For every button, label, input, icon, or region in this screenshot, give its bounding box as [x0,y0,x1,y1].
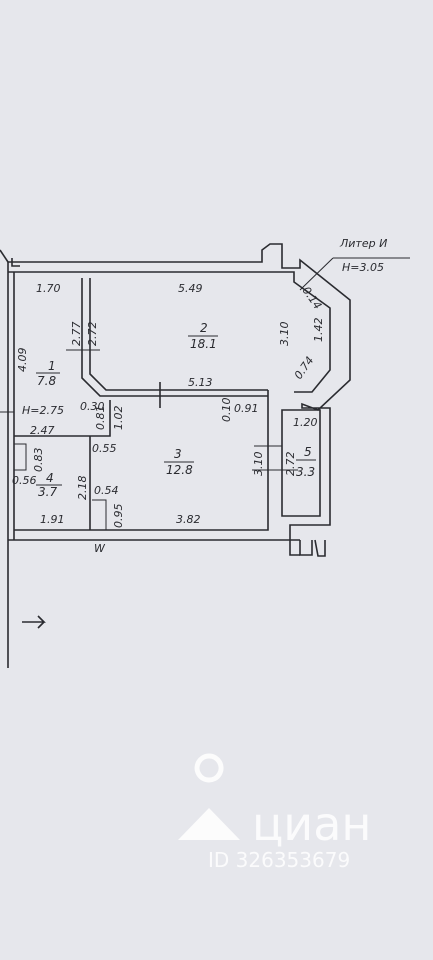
room-3-number: 3 [174,447,182,461]
dim-label: 0.10 [220,398,233,423]
dim-label: 2.18 [76,476,89,501]
dim-label: 0.83 [32,448,45,473]
room-1-area: 7.8 [37,374,56,388]
room-1-number: 1 [48,359,56,373]
shaft-box [92,499,107,530]
wall-room2-inner [89,278,268,391]
entrance-arrows: W [22,542,106,629]
cian-watermark: циан ID 326353679 [178,753,371,872]
dimension-leaders [0,349,298,471]
dim-label: 2.72 [284,452,297,477]
room-2-number: 2 [200,321,208,335]
dim-label: 0.55 [92,442,117,455]
dim-label: 0.81 [94,406,107,431]
dim-label: 0.74 [292,354,317,382]
room-2-area: 18.1 [190,337,217,351]
room-3-area: 12.8 [166,463,193,477]
room-5-area: 3.3 [296,465,315,479]
liter-height: H=3.05 [342,261,384,274]
dim-label: 2.77 [70,322,83,347]
dim-label: 0.30 [80,400,105,413]
entrance-arrow-icon [22,615,46,629]
liter-label: Литер И [339,237,387,250]
dim-label: 0.95 [112,504,125,529]
dim-label: 3.10 [278,322,291,347]
dim-label: 1.20 [293,416,318,429]
outer-wall-inner-right [8,271,331,393]
dim-label: 0.54 [94,484,119,497]
dim-label: 0.14 [300,284,325,312]
dim-label: 1.91 [40,513,65,526]
watermark-id: ID 326353679 [208,848,350,872]
wall-room3 [90,390,269,531]
floor-height-label: H=2.75 [22,404,64,417]
dim-label: 5.49 [178,282,203,295]
wall-stub-bottom-right-2 [314,539,326,557]
wall-corridor [90,400,111,437]
dim-label: 1.70 [36,282,61,295]
dim-label: 3.82 [176,513,201,526]
outer-wall-right [8,243,351,556]
dim-label: 0.56 [12,474,37,487]
dim-label: 2.72 [86,322,99,347]
outer-wall-left-stub [0,249,9,263]
room-4-area: 3.7 [38,485,57,499]
dim-label: 2.47 [30,424,55,437]
wall-room5 [281,409,321,517]
dim-label: 3.10 [252,452,265,477]
dim-label: 0.91 [234,402,259,415]
wall-room1-room2 [81,278,268,397]
niche-room4 [14,443,27,471]
wall-stub-bottom-right [299,540,313,556]
entrance-mark: W [94,542,106,555]
room-labels: 1 7.8 2 18.1 3 12.8 4 3.7 5 3.3 H=2.75 [22,321,316,499]
dim-label: 5.13 [188,376,213,389]
watermark-brand: циан [252,797,371,851]
room-4-number: 4 [46,471,54,485]
dimension-labels: 1.70 5.49 5.13 0.30 0.91 1.20 2.47 0.55 … [12,282,325,528]
wall-corner-mark [11,258,20,267]
inner-walls [14,278,321,531]
outer-walls [0,243,351,668]
dim-label: 1.42 [312,318,325,343]
room-5-number: 5 [304,445,312,459]
dim-label: 1.02 [112,406,125,431]
location-pin-icon [178,753,240,840]
liter-header: Литер И H=3.05 [299,237,410,291]
dim-label: 4.09 [16,348,29,373]
